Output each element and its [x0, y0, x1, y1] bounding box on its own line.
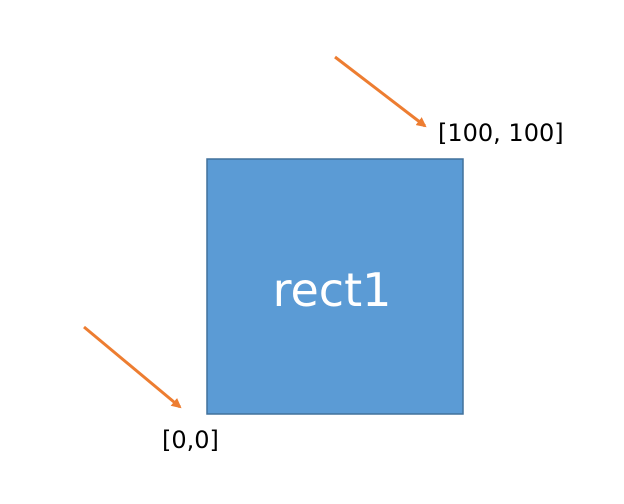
top-right-coordinate-label: [100, 100] [438, 119, 564, 147]
bottom-left-arrow [83, 325, 182, 409]
rect1-label: rect1 [273, 263, 392, 317]
bottom-left-coordinate-label: [0,0] [162, 426, 219, 454]
rect1-shape[interactable] [206, 158, 464, 415]
top-right-arrow [334, 55, 427, 128]
